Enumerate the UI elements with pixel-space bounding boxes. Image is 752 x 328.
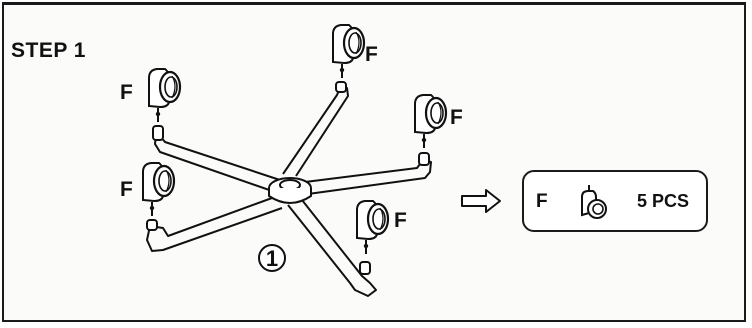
caster-wheel-icon <box>581 185 607 219</box>
caster-label: F <box>120 178 133 201</box>
caster-right <box>413 93 448 150</box>
caster-upper-left <box>147 67 182 124</box>
caster-label: F <box>450 106 463 129</box>
parts-quantity: 5 PCS <box>637 191 690 211</box>
step-title: STEP 1 <box>11 39 86 62</box>
parts-letter: F <box>536 191 548 212</box>
caster-label: F <box>365 43 378 66</box>
caster-label: F <box>394 209 407 232</box>
caster-lower-left <box>141 161 176 218</box>
right-outline-arrow-icon <box>461 189 501 213</box>
chair-base <box>146 81 432 297</box>
step-number-circle <box>258 244 286 272</box>
caster-top <box>331 23 366 80</box>
step-number-label: 1 <box>266 246 278 271</box>
caster-lower-right <box>355 199 390 256</box>
parts-box: F 5 PCS <box>522 170 708 232</box>
step-frame: STEP 1 <box>2 2 746 322</box>
caster-label: F <box>120 81 133 104</box>
